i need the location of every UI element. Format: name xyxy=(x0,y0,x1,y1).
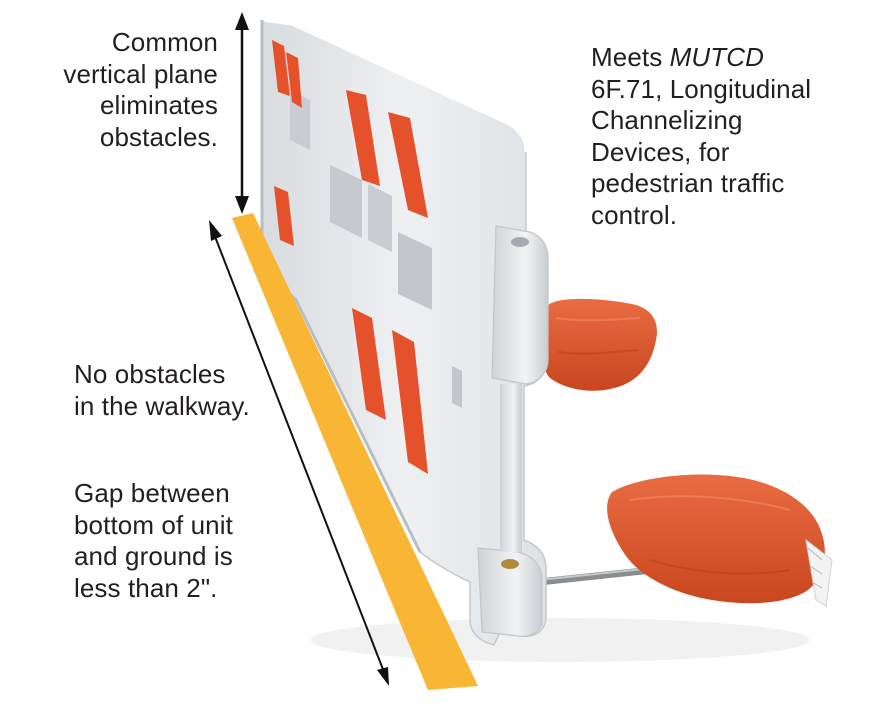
sandbag-back xyxy=(541,298,657,391)
callout-line: Meets MUTCD xyxy=(591,42,871,74)
callout-line: Channelizing xyxy=(591,105,743,135)
ground-shadow xyxy=(310,618,810,662)
callout-line: less than 2". xyxy=(74,572,218,603)
callout-line: No obstacles xyxy=(74,359,226,389)
mutcd-prefix: Meets xyxy=(591,42,670,72)
callout-line: eliminates xyxy=(99,90,218,120)
callout-line: and ground is xyxy=(74,541,233,571)
callout-common-plane: Common vertical plane eliminates obstacl… xyxy=(20,27,218,153)
callout-mutcd: Meets MUTCD 6F.71, Longitudinal Channeli… xyxy=(591,42,871,231)
callout-line: control. xyxy=(591,199,678,230)
callout-line: in the walkway. xyxy=(74,390,250,421)
vertical-arrow xyxy=(235,12,249,214)
walkway-stripe xyxy=(232,213,478,690)
mutcd-standard: MUTCD xyxy=(669,42,765,72)
callout-line: Devices, for xyxy=(591,136,730,167)
callout-line: pedestrian traffic xyxy=(591,168,785,198)
callout-line: vertical plane xyxy=(63,58,218,89)
callout-no-obstacles: No obstacles in the walkway. xyxy=(74,359,314,422)
callout-line: Common xyxy=(111,27,218,57)
callout-line: Gap between xyxy=(74,478,230,508)
callout-line: 6F.71, Longitudinal xyxy=(591,73,812,104)
callout-line: bottom of unit xyxy=(74,509,233,540)
walkway-arrow xyxy=(209,220,389,686)
callout-line: obstacles. xyxy=(99,121,218,152)
sandbag-front xyxy=(607,474,833,607)
callout-gap: Gap between bottom of unit and ground is… xyxy=(74,478,294,604)
